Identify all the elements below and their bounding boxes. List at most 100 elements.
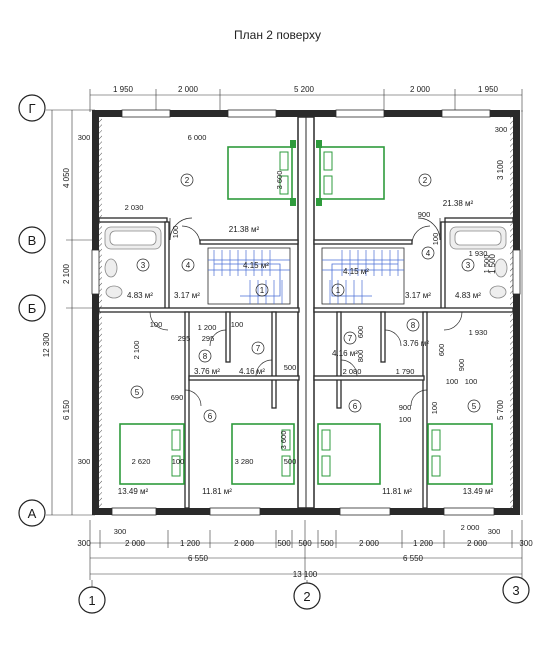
- svg-text:690: 690: [171, 393, 184, 402]
- area-label: 13.49 м²: [118, 487, 149, 496]
- room-num: 2: [185, 176, 190, 185]
- bed-bottom-left-outer: [119, 423, 185, 485]
- svg-text:100: 100: [430, 402, 439, 415]
- stair-left: [207, 247, 291, 305]
- room-num: 3: [141, 261, 146, 270]
- svg-text:1 930: 1 930: [469, 328, 488, 337]
- axis-col-1: 1: [88, 593, 95, 608]
- axis-row-b: Б: [28, 301, 37, 316]
- dim-bottom-9: 1 200: [413, 539, 434, 548]
- dim-bottom-8: 2 000: [359, 539, 380, 548]
- room-num: 3: [466, 261, 471, 270]
- area-label: 11.81 м²: [382, 487, 412, 496]
- svg-text:3 600: 3 600: [275, 171, 284, 190]
- dim-bottom-2: 2 000: [125, 539, 146, 548]
- dim-bottom-11: 300: [519, 539, 533, 548]
- svg-text:500: 500: [284, 457, 297, 466]
- dim-left-1: 4 050: [62, 167, 71, 188]
- dim-bottom-7: 500: [320, 539, 334, 548]
- dim-top-1: 1 950: [113, 85, 134, 94]
- dim-bottom3: 13 100: [293, 570, 318, 579]
- svg-text:295: 295: [178, 334, 191, 343]
- svg-text:2 030: 2 030: [125, 203, 144, 212]
- svg-text:900: 900: [399, 403, 412, 412]
- svg-text:3 600: 3 600: [279, 431, 288, 450]
- area-label: 11.81 м²: [202, 487, 232, 496]
- area-label: 21.38 м²: [443, 199, 474, 208]
- svg-text:100: 100: [446, 377, 459, 386]
- area-label: 3.17 м²: [405, 291, 431, 300]
- axis-col-2: 2: [303, 589, 310, 604]
- dim-left-3: 6 150: [62, 399, 71, 420]
- svg-text:100: 100: [431, 233, 440, 246]
- dim-right-1: 3 100: [496, 159, 505, 180]
- area-label: 4.16 м²: [239, 367, 265, 376]
- svg-text:100: 100: [399, 415, 412, 424]
- svg-text:300: 300: [495, 125, 508, 134]
- svg-text:3 280: 3 280: [235, 457, 254, 466]
- bed-bottom-right-outer: [427, 423, 493, 485]
- room-numbers: 2 2 3 3 4 4 1 1 8 8 7 7 5 5 6 6: [130, 173, 481, 423]
- dim-bottom-1: 300: [77, 539, 91, 548]
- area-label: 4.83 м²: [455, 291, 481, 300]
- room-num: 7: [348, 334, 353, 343]
- svg-text:2 100: 2 100: [132, 341, 141, 360]
- svg-text:100: 100: [465, 377, 478, 386]
- axis-bubbles: Г В Б А 1 2 3: [18, 94, 530, 614]
- axis-col-3: 3: [512, 583, 519, 598]
- area-label: 21.38 м²: [229, 225, 260, 234]
- bed-bottom-left-inner: [231, 423, 295, 485]
- svg-text:500: 500: [284, 363, 297, 372]
- svg-text:6 000: 6 000: [188, 133, 207, 142]
- room-num: 6: [208, 412, 213, 421]
- dim-bottom2-2: 6 550: [403, 554, 424, 563]
- bed-bottom-right-inner: [317, 423, 381, 485]
- dim-top-4: 2 000: [410, 85, 431, 94]
- dimension-lines: [46, 89, 523, 594]
- area-label: 13.49 м²: [463, 487, 494, 496]
- area-label: 3.17 м²: [174, 291, 200, 300]
- svg-text:1 500: 1 500: [482, 255, 491, 274]
- dim-bottom-4: 2 000: [234, 539, 255, 548]
- room-num: 4: [426, 249, 431, 258]
- svg-text:900: 900: [418, 210, 431, 219]
- svg-text:300: 300: [488, 527, 501, 536]
- svg-text:300: 300: [78, 133, 91, 142]
- dim-bottom-6: 500: [298, 539, 312, 548]
- svg-text:1 790: 1 790: [396, 367, 415, 376]
- svg-text:2 080: 2 080: [343, 367, 362, 376]
- dim-right-3: 5 700: [496, 399, 505, 420]
- bath-right: [449, 226, 508, 299]
- area-label: 3.76 м²: [403, 339, 429, 348]
- dim-top-5: 1 950: [478, 85, 499, 94]
- svg-text:100: 100: [150, 320, 163, 329]
- door-swings: [149, 217, 463, 407]
- area-label: 4.15 м²: [243, 261, 269, 270]
- dim-bottom-5: 500: [277, 539, 291, 548]
- room-num: 7: [256, 344, 261, 353]
- room-num: 2: [423, 176, 428, 185]
- room-num: 4: [186, 261, 191, 270]
- bath-left: [104, 226, 162, 299]
- svg-text:900: 900: [457, 359, 466, 372]
- inner-dimensions: 6 000 3 600 2 030 900 100 100 1 500 1 93…: [78, 125, 508, 536]
- room-areas: 21.38 м² 21.38 м² 4.15 м² 4.15 м² 4.83 м…: [118, 199, 494, 496]
- svg-text:800: 800: [356, 350, 365, 363]
- svg-text:2 000: 2 000: [461, 523, 480, 532]
- svg-text:2 620: 2 620: [132, 457, 151, 466]
- dim-left-2: 2 100: [62, 263, 71, 284]
- plan-title: План 2 поверху: [234, 28, 321, 42]
- room-num: 5: [472, 402, 477, 411]
- area-label: 3.76 м²: [194, 367, 220, 376]
- dim-top-2: 2 000: [178, 85, 199, 94]
- area-label: 4.16 м²: [332, 349, 358, 358]
- room-num: 1: [260, 286, 265, 295]
- svg-text:300: 300: [78, 457, 91, 466]
- room-num: 8: [203, 352, 208, 361]
- area-label: 4.83 м²: [127, 291, 153, 300]
- svg-text:295: 295: [202, 334, 215, 343]
- area-label: 4.15 м²: [343, 267, 369, 276]
- bed-top-right: [316, 140, 385, 206]
- room-num: 6: [353, 402, 358, 411]
